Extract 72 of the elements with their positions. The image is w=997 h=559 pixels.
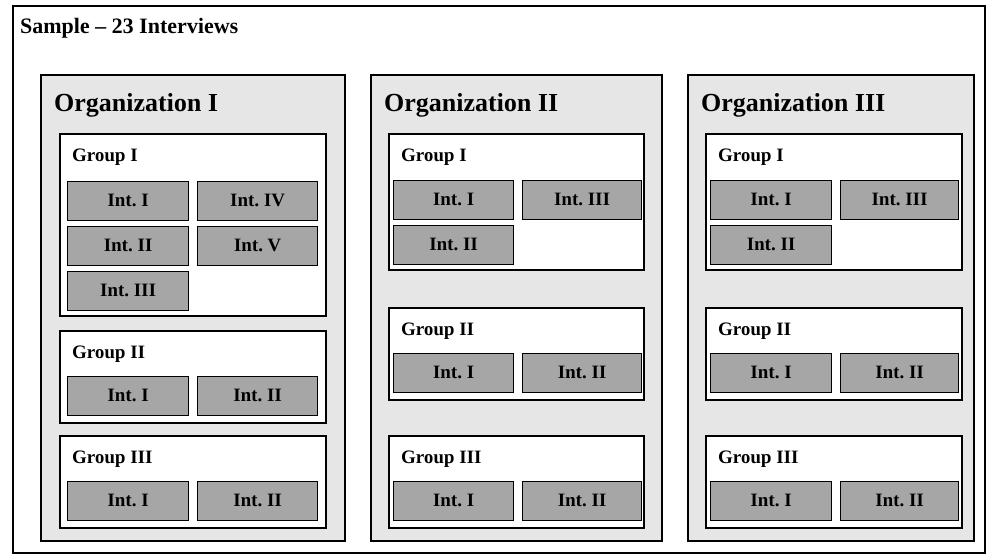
interview-box <box>197 481 318 521</box>
interview-label: Int. I <box>107 190 149 212</box>
organization-panel <box>40 74 346 542</box>
interview-box <box>393 180 514 220</box>
interview-box <box>67 481 189 521</box>
interview-label: Int. III <box>554 189 610 211</box>
interview-label: Int. IV <box>230 190 285 212</box>
interview-box <box>522 353 642 393</box>
group-box <box>388 435 645 529</box>
interview-box <box>522 481 642 521</box>
organization-panel <box>370 74 663 542</box>
interview-label: Int. II <box>233 385 282 407</box>
group-box <box>59 133 327 317</box>
interview-label: Int. II <box>875 490 924 512</box>
group-title: Group I <box>72 145 138 167</box>
interview-box <box>67 181 189 221</box>
interview-label: Int. I <box>432 490 474 512</box>
interview-label: Int. II <box>233 490 282 512</box>
organization-title: Organization II <box>384 88 558 118</box>
sample-panel <box>12 5 986 554</box>
group-title: Group III <box>718 447 798 469</box>
interview-box <box>197 376 318 416</box>
group-box <box>388 133 645 271</box>
interview-label: Int. I <box>750 189 792 211</box>
group-title: Group III <box>401 447 482 469</box>
interview-box <box>67 226 189 266</box>
interview-box <box>840 353 959 393</box>
group-box <box>388 307 645 401</box>
interview-box <box>840 180 959 220</box>
group-title: Group II <box>72 342 146 364</box>
interview-label: Int. I <box>432 362 474 384</box>
organization-title: Organization I <box>54 88 218 118</box>
group-box <box>705 307 963 401</box>
interview-label: Int. I <box>107 385 149 407</box>
organization-panel <box>687 74 975 542</box>
group-box <box>59 330 327 424</box>
interview-box <box>393 481 514 521</box>
interview-label: Int. II <box>558 362 606 384</box>
interview-label: Int. I <box>107 490 149 512</box>
interview-label: Int. I <box>750 490 792 512</box>
group-title: Group I <box>401 145 467 167</box>
interview-label: Int. II <box>746 234 796 256</box>
interview-label: Int. II <box>429 234 478 256</box>
interview-box <box>393 225 514 265</box>
interview-box <box>840 481 959 521</box>
interview-label: Int. II <box>104 235 152 257</box>
group-box <box>59 435 327 529</box>
group-title: Group II <box>401 319 474 341</box>
group-title: Group I <box>718 145 784 167</box>
interview-label: Int. V <box>234 235 282 257</box>
interview-box <box>522 180 642 220</box>
interview-box <box>393 353 514 393</box>
interview-label: Int. I <box>750 362 792 384</box>
interview-box <box>67 376 189 416</box>
interview-label: Int. III <box>872 189 928 211</box>
interview-box <box>197 181 318 221</box>
interview-label: Int. III <box>100 280 156 302</box>
organization-title: Organization III <box>701 88 886 118</box>
panel-title: Sample – 23 Interviews <box>20 13 238 39</box>
interview-box <box>67 271 189 311</box>
interview-label: Int. II <box>558 490 606 512</box>
interview-box <box>710 481 832 521</box>
interview-box <box>710 180 832 220</box>
group-title: Group III <box>72 447 152 469</box>
interview-box <box>710 225 832 265</box>
interview-box <box>197 226 318 266</box>
interview-label: Int. I <box>432 189 474 211</box>
group-title: Group II <box>718 319 792 341</box>
group-box <box>705 435 963 529</box>
group-box <box>705 133 963 271</box>
interview-box <box>710 353 832 393</box>
interview-label: Int. II <box>875 362 924 384</box>
